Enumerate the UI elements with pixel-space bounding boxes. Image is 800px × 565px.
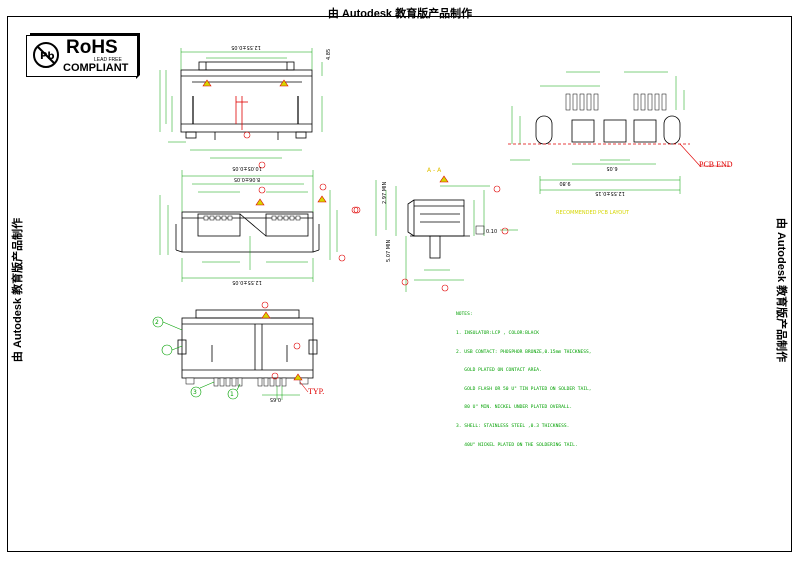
autodesk-stamp-top: 由 Autodesk 教育版产品制作 <box>327 8 473 20</box>
front-view-callouts <box>255 161 359 262</box>
bottom-view-balloons <box>152 316 241 400</box>
top-height-label: 4.85 <box>326 49 332 60</box>
rohs-pb-icon: Pb <box>33 42 59 68</box>
note-line: 1. INSULATOR:LCP , COLOR:BLACK <box>456 331 539 337</box>
mid-inner-label: 8.06±0.05 <box>234 176 260 182</box>
section-view <box>407 199 470 259</box>
top-view-dims <box>159 48 323 159</box>
pcb-mid-label: 9.80 <box>559 180 570 186</box>
mid-width-label: 10.05±0.05 <box>232 165 262 171</box>
rohs-box <box>26 35 138 77</box>
tol-label: 0.10 <box>486 229 497 235</box>
note-line: GOLD FLASH OR 50 U" TIN PLATED ON SOLDER… <box>456 386 592 392</box>
balloon-1: 1 <box>230 391 234 398</box>
bottom-view <box>177 309 318 379</box>
note-line: GOLD PLATED ON CONTACT AREA. <box>456 368 542 374</box>
typ-label: TYP. <box>308 387 325 396</box>
top-view-triangles <box>202 79 289 139</box>
section-label: A - A <box>427 167 442 174</box>
top-view <box>180 61 313 140</box>
top-view-callouts <box>235 96 248 130</box>
front-view-contacts <box>203 215 301 221</box>
note-line: 80 U" MIN. NICKEL UNDER PLATED OVERALL. <box>456 405 573 411</box>
pcb-width-label: 12.55±0.15 <box>595 190 625 196</box>
section-b-label: 5.07 MIN <box>386 239 392 262</box>
pcb-layout <box>508 115 690 145</box>
pcb-pads <box>565 93 667 111</box>
note-line: 2. USB CONTACT: PHOSPHOR BRONZE,0.15mm T… <box>456 349 592 355</box>
notes-block: NOTES: 1. INSULATOR:LCP , COLOR:BLACK 2.… <box>456 300 592 461</box>
pitch-label: 0.65 <box>270 396 281 402</box>
rohs-badge: Pb RoHS LEAD FREE COMPLIANT <box>22 31 142 79</box>
pcb-end-label: PCB END <box>699 160 733 169</box>
section-view-callouts <box>353 175 509 292</box>
drawing-border <box>7 16 792 552</box>
pcb-dims <box>510 71 685 194</box>
balloon-2: 2 <box>155 319 159 326</box>
pcb-small-label: 6.05 <box>606 165 617 171</box>
bottom-view-pins <box>185 377 309 387</box>
bottom-width-label: 12.55±0.05 <box>232 279 262 285</box>
notes-title: NOTES: <box>456 312 473 318</box>
svg-text:Pb: Pb <box>40 51 55 62</box>
section-h-label: 2.97 MIN <box>382 181 388 204</box>
rohs-compliant: COMPLIANT <box>63 62 129 74</box>
note-line: 3. SHELL: STAINLESS STEEL ,0.3 THICKNESS… <box>456 424 570 430</box>
note-line: 40U" NICKEL PLATED ON THE SOLDERING TAIL… <box>456 442 578 448</box>
bottom-view-callouts <box>261 301 309 393</box>
rohs-lead-free: LEAD FREE <box>94 57 122 63</box>
top-width-label: 12.55±0.05 <box>231 44 261 50</box>
front-view-dims <box>159 170 338 282</box>
rohs-title: RoHS <box>66 37 118 58</box>
pcb-end-leader <box>679 143 730 167</box>
bottom-view-dims <box>262 386 300 400</box>
recommended-pcb-label: RECOMMENDED PCB LAYOUT <box>556 210 629 216</box>
balloon-3: 3 <box>193 389 197 396</box>
